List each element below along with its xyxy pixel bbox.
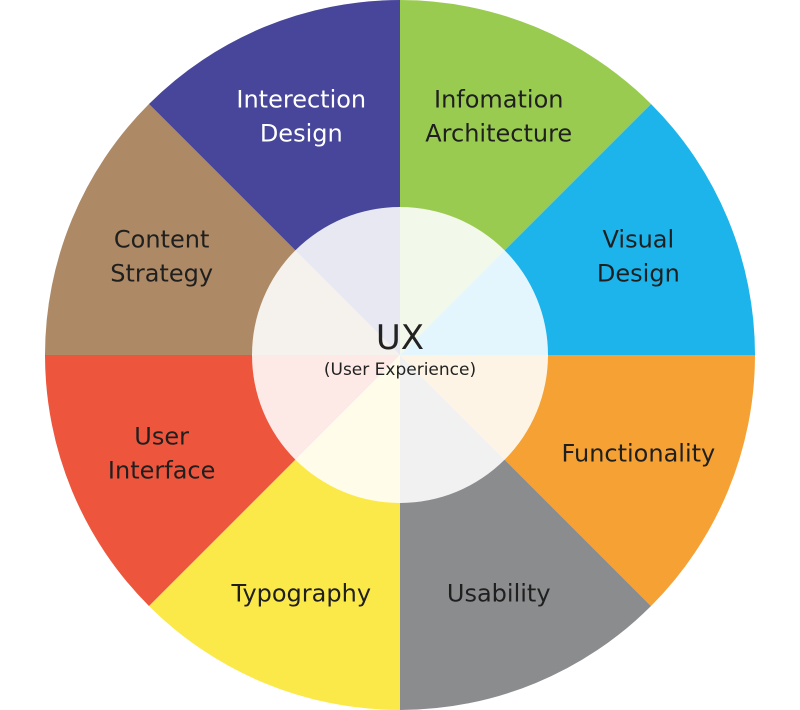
center-title: UX — [376, 318, 424, 358]
segment-0-label-line-0: Infomation — [434, 86, 563, 114]
segment-4-label-line-0: Typography — [231, 579, 372, 607]
segment-7-label-line-1: Design — [260, 120, 343, 148]
segment-6-label-line-1: Strategy — [110, 259, 213, 287]
segment-5-label-line-1: Interface — [108, 457, 215, 485]
labels-layer: InfomationArchitectureVisualDesignFuncti… — [108, 86, 715, 608]
segment-7-label-line-0: Interection — [236, 86, 366, 114]
center-subtitle: (User Experience) — [324, 360, 476, 380]
segment-1-label-line-0: Visual — [603, 225, 675, 253]
center-circle — [252, 207, 548, 503]
segment-1-label-line-1: Design — [597, 259, 680, 287]
segment-2-label-line-0: Functionality — [561, 440, 715, 468]
segment-0-label-line-1: Architecture — [425, 120, 572, 148]
segment-3-label-line-0: Usability — [447, 579, 551, 607]
segment-6-label-line-0: Content — [114, 225, 209, 253]
segment-5-label-line-0: User — [134, 423, 189, 451]
